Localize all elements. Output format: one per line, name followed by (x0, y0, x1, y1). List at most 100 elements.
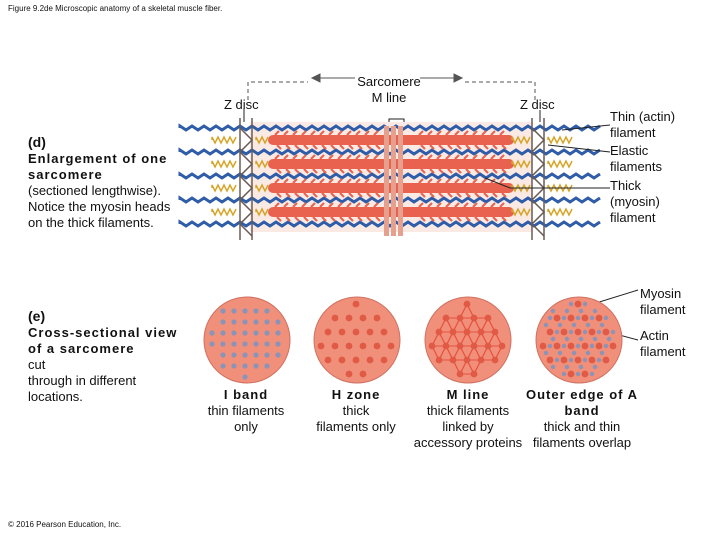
elastic-filaments-label: Elastic filaments (610, 143, 663, 174)
panel-e-title: Cross-sectional view of a sarcomere (28, 325, 178, 356)
actin-dot (264, 341, 270, 347)
myosin-head (285, 168, 291, 174)
myosin-dot (331, 314, 339, 322)
myosin-head (346, 154, 352, 160)
myosin-head (373, 202, 379, 208)
myosin-head (420, 144, 426, 150)
myosin-head (292, 178, 298, 184)
actin-dot (596, 329, 602, 335)
actin-dot (592, 336, 598, 342)
myosin-head (355, 178, 361, 184)
myosin-head (481, 130, 487, 136)
actin-dot (543, 322, 549, 328)
actin-dot (543, 350, 549, 356)
myosin-head (330, 216, 336, 222)
myosin-head (375, 216, 381, 222)
myosin-head (274, 178, 280, 184)
myosin-dot (574, 300, 582, 308)
actin-dot (568, 329, 574, 335)
myosin-head (454, 202, 460, 208)
myosin-head (292, 154, 298, 160)
cs-caption-i-band: I band thin filaments only (207, 387, 285, 434)
actin-dot (585, 322, 591, 328)
panel-d-text: (d) Enlargement of one sarcomere (sectio… (28, 118, 178, 231)
actin-dot (599, 350, 605, 356)
myosin-head (330, 168, 336, 174)
myosin-dot (491, 328, 499, 336)
myosin-head (375, 168, 381, 174)
myosin-head (285, 192, 291, 198)
actin-dot (561, 315, 567, 321)
myosin-dot (463, 300, 471, 308)
myosin-head (427, 154, 433, 160)
cross-section-disc (313, 296, 401, 384)
actin-dot (242, 374, 248, 380)
myosin-dot (449, 356, 457, 364)
myosin-head (499, 178, 505, 184)
myosin-head (474, 192, 480, 198)
myosin-dot (567, 342, 575, 350)
myosin-head (357, 144, 363, 150)
actin-dot (231, 330, 237, 336)
cross-section-i-band (203, 296, 291, 384)
myosin-head (465, 192, 471, 198)
myosin-dot (470, 314, 478, 322)
myosin-dot (595, 342, 603, 350)
myosin-head (445, 154, 451, 160)
z-disc-right (530, 118, 546, 240)
myosin-head (501, 168, 507, 174)
myosin-head (339, 144, 345, 150)
actin-dot (547, 343, 553, 349)
myosin-dot (602, 356, 610, 364)
myosin-dot (484, 342, 492, 350)
actin-dot (554, 357, 560, 363)
myosin-head (373, 154, 379, 160)
myosin-head (483, 216, 489, 222)
myosin-head (366, 192, 372, 198)
actin-dot (557, 322, 563, 328)
myosin-head (328, 130, 334, 136)
panel-e-letter: (e) (28, 308, 46, 324)
myosin-head (364, 154, 370, 160)
myosin-head (330, 144, 336, 150)
myosin-head (436, 130, 442, 136)
myosin-head (285, 144, 291, 150)
myosin-dot (366, 356, 374, 364)
z-disc-left (238, 118, 254, 240)
myosin-head (490, 130, 496, 136)
cs-caption-h-zone: H zone thick filaments only (316, 387, 396, 434)
myosin-head (445, 202, 451, 208)
actin-dot (264, 330, 270, 336)
myosin-head (492, 144, 498, 150)
myosin-head (456, 168, 462, 174)
myosin-head (339, 192, 345, 198)
myosin-dot (567, 370, 575, 378)
myosin-head (481, 202, 487, 208)
myosin-head (454, 130, 460, 136)
actin-filament-label: Actin filament (640, 328, 686, 359)
myosin-head (447, 192, 453, 198)
myosin-head (339, 168, 345, 174)
myosin-head (501, 216, 507, 222)
myosin-head (481, 178, 487, 184)
myosin-head (492, 168, 498, 174)
myosin-head (355, 130, 361, 136)
myosin-head (276, 216, 282, 222)
actin-dot (554, 329, 560, 335)
myosin-head (294, 192, 300, 198)
myosin-filament-label: Myosin filament (640, 286, 686, 317)
myosin-head (339, 216, 345, 222)
myosin-head (436, 202, 442, 208)
myosin-dot (546, 328, 554, 336)
actin-dot (253, 319, 259, 325)
myosin-head (418, 202, 424, 208)
myosin-head (319, 202, 325, 208)
myosin-dot (373, 314, 381, 322)
myosin-head (463, 202, 469, 208)
myosin-dot (359, 314, 367, 322)
elastic-filament-coil (255, 135, 269, 145)
myosin-dot (338, 328, 346, 336)
myosin-dot (456, 314, 464, 322)
myosin-head (474, 144, 480, 150)
